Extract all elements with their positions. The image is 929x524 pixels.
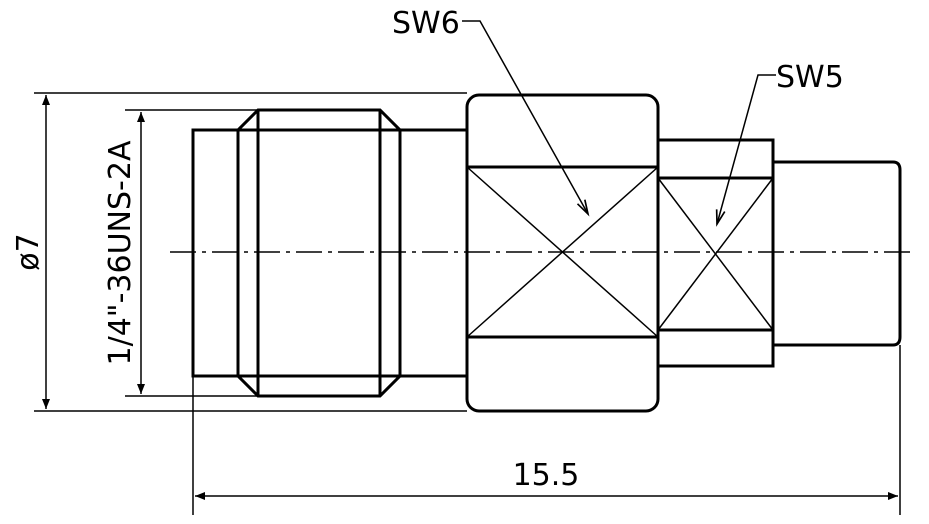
thread-stub <box>191 128 240 378</box>
sw5-leader <box>715 74 776 227</box>
sw6-leader <box>462 20 590 217</box>
thread-dimension <box>125 109 258 397</box>
diameter-dimension <box>34 92 467 412</box>
hex-body-sw5 <box>656 138 775 368</box>
diameter-label: ø7 <box>11 233 46 270</box>
sw5-label: SW5 <box>776 60 844 95</box>
length-label: 15.5 <box>513 458 580 493</box>
neck <box>400 128 467 378</box>
coupling-nut <box>236 108 402 398</box>
length-dimension <box>192 345 901 515</box>
hex-flat-cross-sw5 <box>657 177 774 331</box>
hex-flat-cross-sw6 <box>466 166 659 338</box>
sw6-label: SW6 <box>392 6 460 41</box>
thread-label: 1/4"-36UNS-2A <box>103 140 138 365</box>
rear-body <box>773 160 902 347</box>
